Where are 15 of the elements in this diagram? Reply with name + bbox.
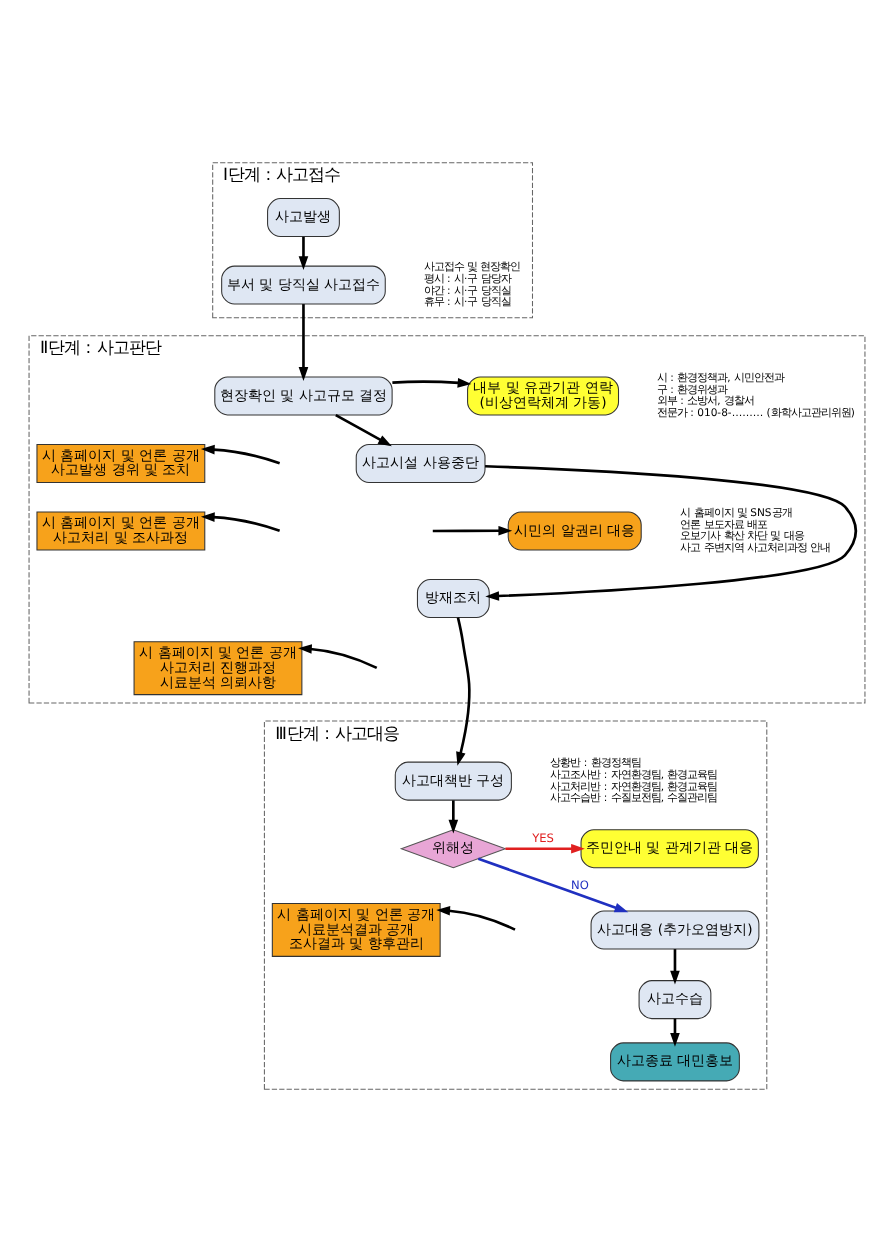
- arrow: [477, 857, 629, 913]
- arrow: [335, 413, 392, 447]
- arrow: [505, 843, 585, 854]
- arrow: [670, 949, 680, 985]
- arrow: [298, 236, 309, 270]
- arrow: [456, 617, 471, 766]
- arrow: [200, 444, 281, 465]
- arrow: [485, 464, 857, 601]
- arrow: [436, 905, 516, 931]
- arrow: [298, 644, 378, 670]
- arrow: [200, 512, 281, 533]
- arrow: [392, 378, 472, 388]
- arrow: [448, 800, 459, 834]
- arrow: [432, 525, 513, 536]
- arrow: [298, 304, 309, 381]
